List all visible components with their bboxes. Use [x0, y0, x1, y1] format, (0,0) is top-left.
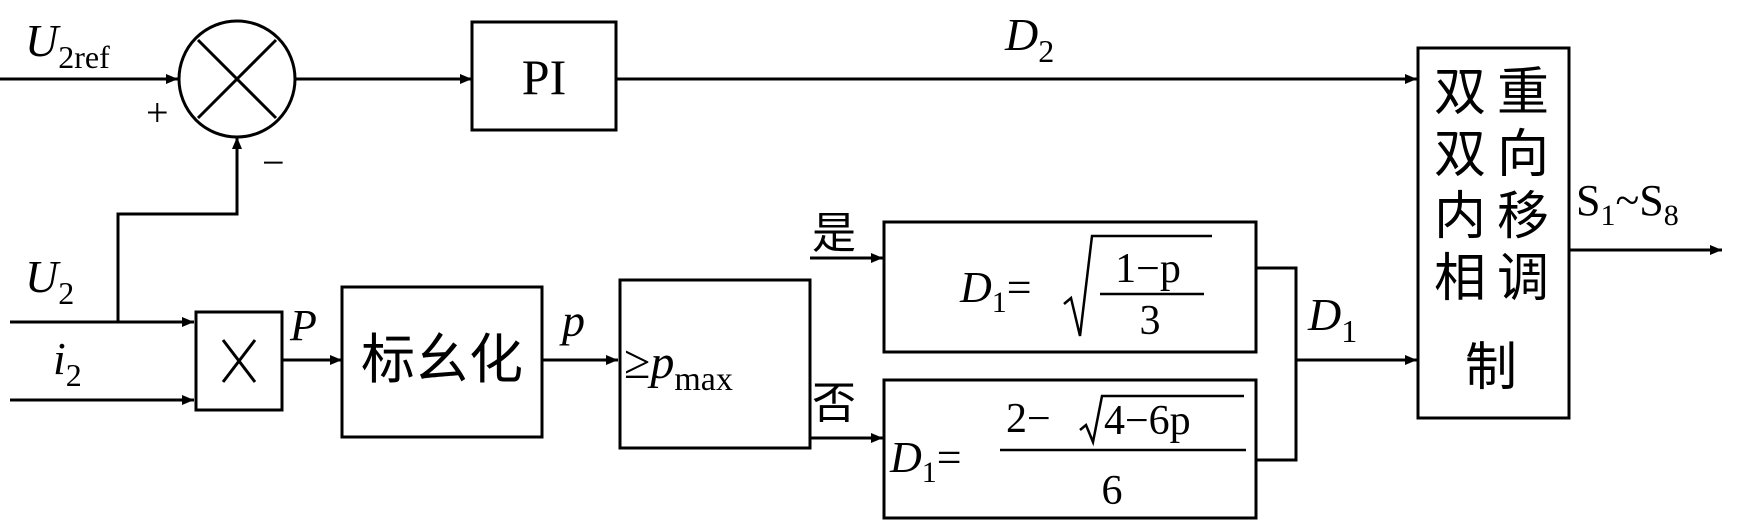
minus-sign: − [262, 140, 285, 185]
pi-label: PI [522, 49, 566, 105]
modulation-char: 向 [1497, 125, 1549, 185]
feedback-line [116, 137, 242, 322]
no-label: 否 [812, 378, 856, 429]
svg-text:2−: 2− [1006, 396, 1051, 442]
svg-text:D1=: D1= [889, 433, 962, 489]
yes-label: 是 [812, 208, 856, 259]
formula-lower: D1= 2− 4−6p 6 [889, 394, 1246, 514]
d1-merge-upper [1256, 266, 1298, 462]
modulation-char: 内 [1434, 187, 1486, 247]
d2-label: D2 [1004, 9, 1054, 69]
normalize-label: 标幺化 [361, 328, 523, 391]
modulation-char: 调 [1497, 249, 1549, 309]
pi-block [470, 20, 618, 132]
svg-text:3: 3 [1140, 298, 1161, 344]
comparator-block [618, 278, 812, 450]
u2ref-label: U2ref [25, 15, 110, 75]
comparator-label: ≥pmax [624, 336, 733, 398]
svg-text:6: 6 [1102, 468, 1123, 514]
modulation-char: 移 [1497, 187, 1549, 247]
modulation-char: 双 [1434, 63, 1486, 123]
modulation-char: 相 [1434, 249, 1486, 309]
i2-label: i2 [53, 333, 82, 393]
output-label: S1~S8 [1576, 176, 1679, 232]
svg-text:D1=: D1= [959, 263, 1032, 319]
plus-sign: + [146, 90, 169, 135]
d1-label: D1 [1307, 289, 1357, 349]
p-power-label: P [289, 301, 317, 350]
modulation-char: 双 [1434, 125, 1486, 185]
modulation-char: 制 [1465, 338, 1517, 398]
sqrt-sign [1079, 394, 1244, 447]
formula-upper-block [882, 220, 1258, 354]
multiplier-symbol [221, 339, 257, 383]
p-pu-label: p [559, 295, 585, 346]
modulation-char: 重 [1497, 63, 1549, 123]
summing-junction [177, 19, 297, 139]
modulation-label: 双 双 内 相 重 向 移 调 制 [1434, 63, 1549, 398]
modulation-block [1416, 46, 1571, 420]
svg-text:4−6p: 4−6p [1104, 398, 1191, 444]
u2-label: U2 [25, 251, 74, 311]
sqrt-sign [1063, 234, 1212, 337]
normalize-block [340, 285, 544, 439]
svg-text:1−p: 1−p [1115, 246, 1181, 292]
formula-upper: D1= 1−p 3 [959, 234, 1212, 344]
